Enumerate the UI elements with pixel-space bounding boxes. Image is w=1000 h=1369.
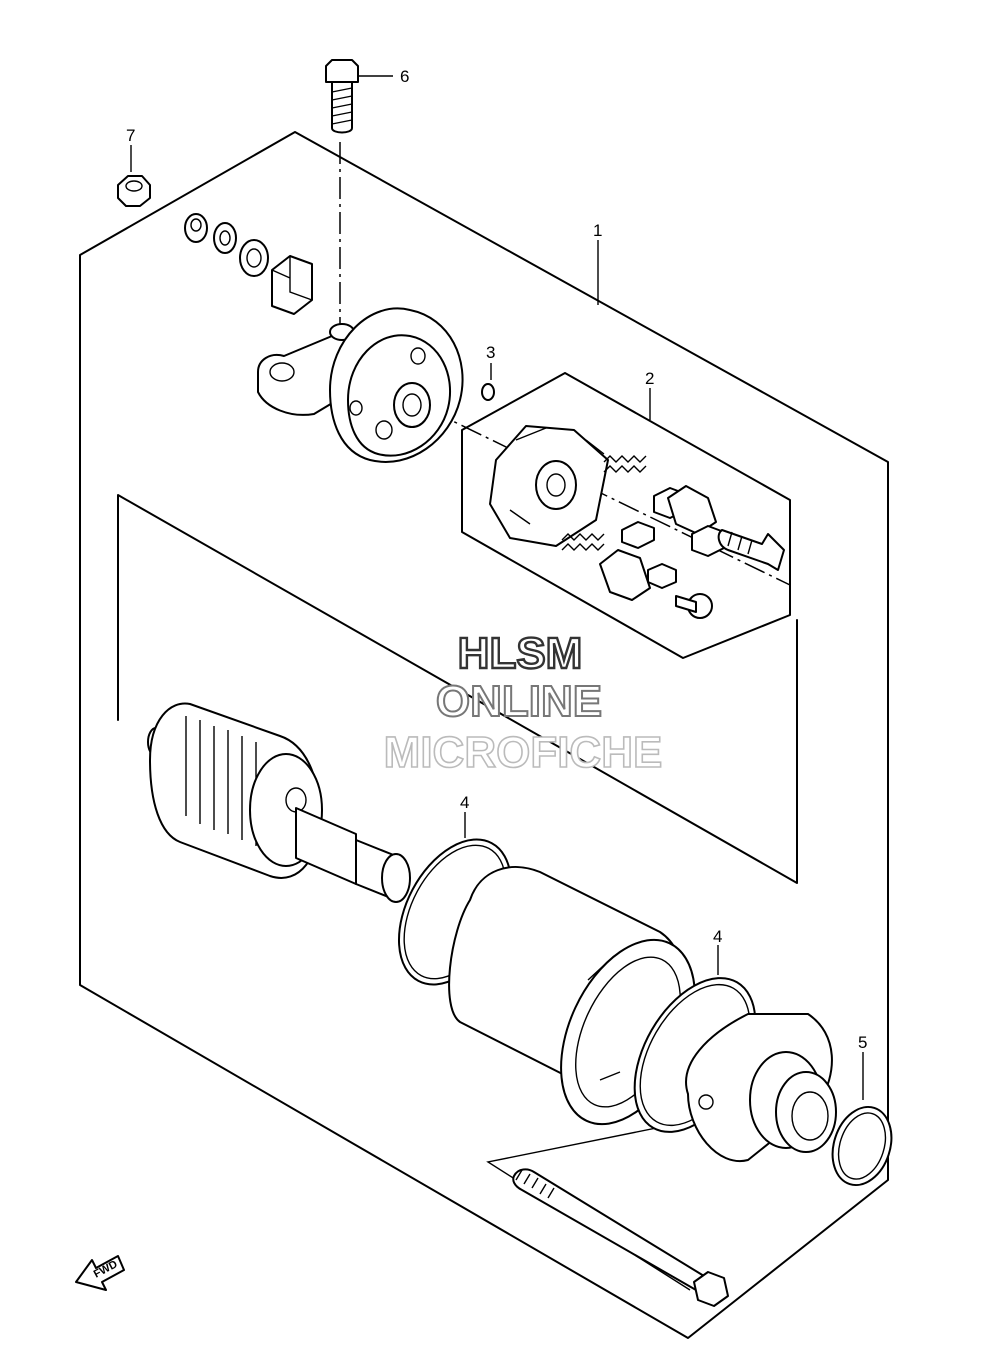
callout-4-right: 4 [713,927,722,946]
through-bolt [512,1168,729,1307]
callout-6: 6 [400,67,409,86]
callout-3: 3 [486,343,495,362]
callout-4-left: 4 [460,793,469,812]
axis-line-brush [429,409,791,586]
bolt-6 [325,59,359,134]
watermark-line-1: HLSM [458,629,583,678]
callout-1: 1 [593,221,602,240]
watermark-line-2: ONLINE [436,677,602,726]
oring-3 [481,383,495,401]
brushes [599,485,725,601]
brush-springs [561,455,647,551]
callout-2: 2 [645,369,654,388]
brush-holder-plate [489,425,609,547]
armature [147,702,411,903]
brush-screws [675,529,785,619]
inner-panel-outline [117,494,798,884]
assembly-outline [79,131,889,1339]
washer-stack [184,213,313,315]
nut-7 [117,175,151,207]
callout-5: 5 [858,1033,867,1052]
front-cover [685,1013,837,1163]
watermark-line-3: MICROFICHE [384,728,663,777]
fwd-arrow-icon: FWD [75,1255,125,1291]
oring-5-inner [837,1112,887,1180]
brush-holder-outline [461,372,791,659]
end-housing [257,307,464,463]
callout-7: 7 [126,126,135,145]
